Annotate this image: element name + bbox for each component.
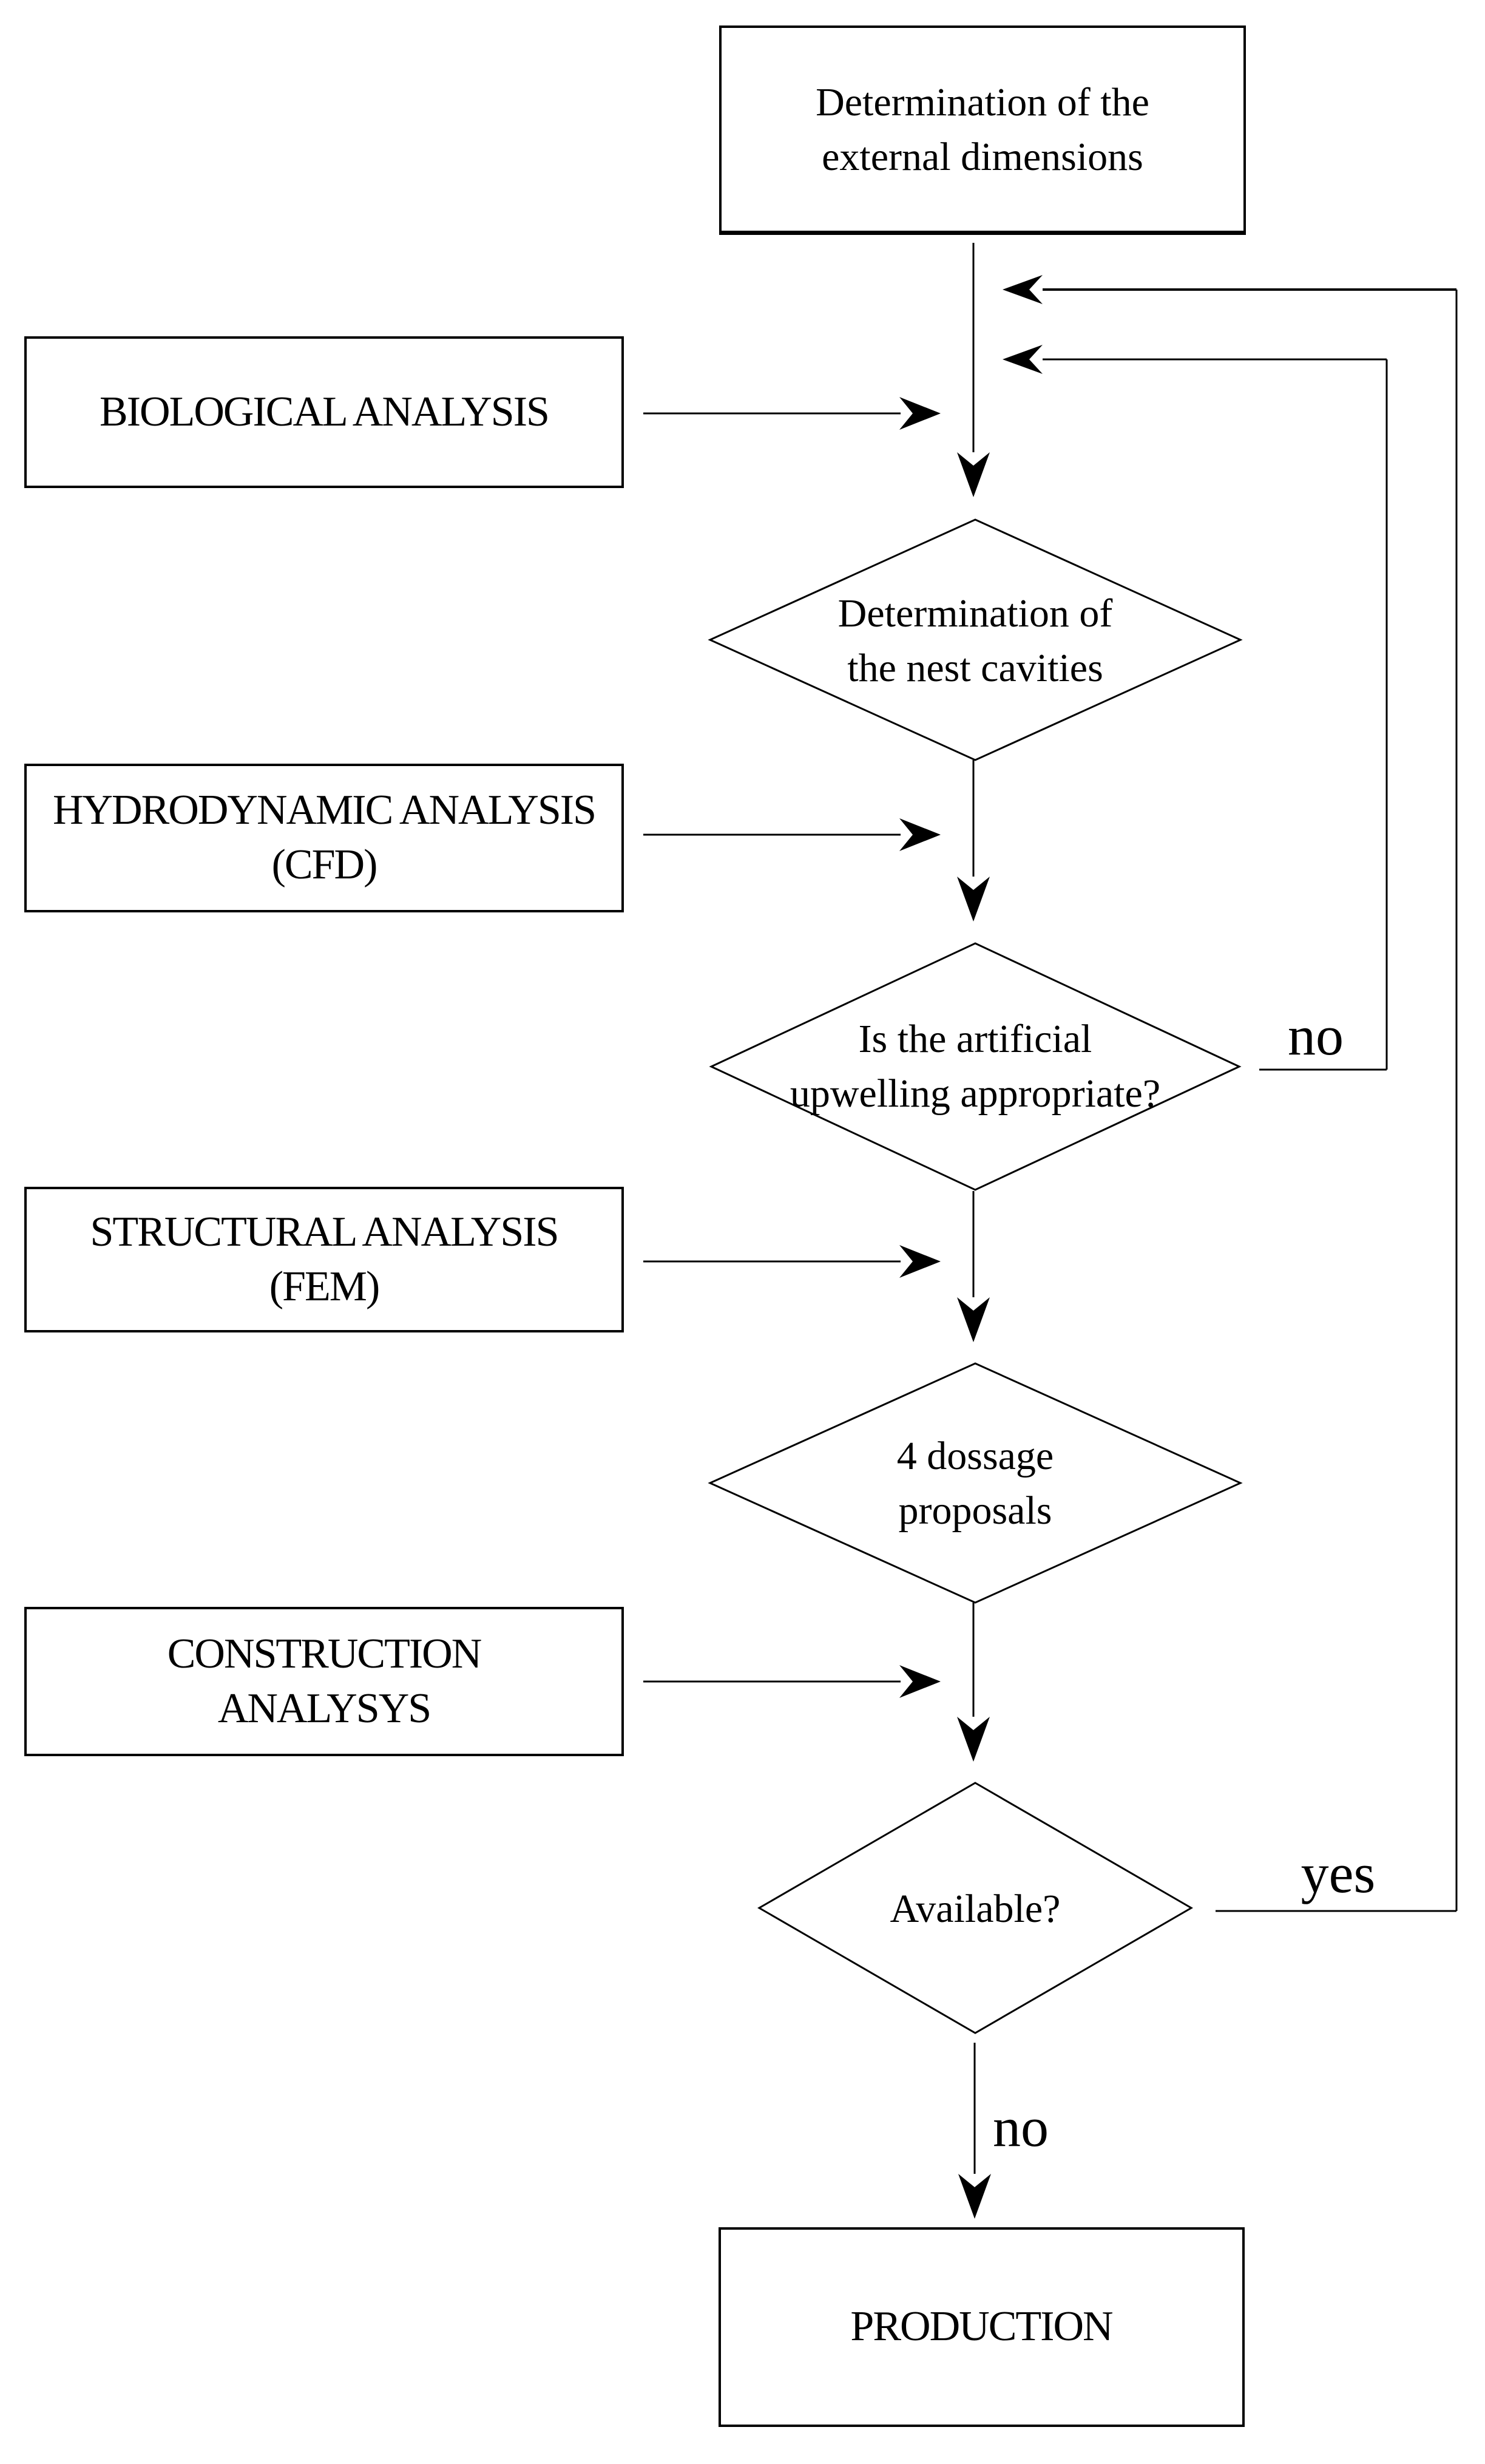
label-dossage: 4 dossage proposals bbox=[897, 1429, 1054, 1538]
arrowhead-right-construction-icon bbox=[899, 1665, 941, 1698]
arrowhead-left-no-return-icon bbox=[1003, 345, 1043, 374]
arrowhead-right-structural-icon bbox=[899, 1245, 941, 1278]
node-hydrodynamic-analysis bbox=[24, 764, 624, 912]
label-structural-analysis: STRUCTURAL ANALYSIS (FEM) bbox=[90, 1205, 559, 1314]
label-line: BIOLOGICAL ANALYSIS bbox=[100, 389, 550, 435]
label-available: Available? bbox=[890, 1882, 1061, 1936]
label-line: STRUCTURAL ANALYSIS bbox=[90, 1209, 559, 1255]
arrowhead-left-yes-return-icon bbox=[1003, 275, 1043, 304]
label-line: Determination of the bbox=[816, 80, 1149, 124]
label-line: HYDRODYNAMIC ANALYSIS bbox=[52, 787, 597, 833]
node-production bbox=[719, 2227, 1245, 2427]
label-line: the nest cavities bbox=[847, 646, 1103, 690]
arrowhead-down-available-icon bbox=[957, 1717, 990, 1762]
label-line: external dimensions bbox=[822, 135, 1143, 179]
label-line: CONSTRUCTION bbox=[167, 1631, 482, 1677]
label-hydrodynamic-analysis: HYDRODYNAMIC ANALYSIS (CFD) bbox=[52, 783, 597, 892]
label-line: Available? bbox=[890, 1887, 1061, 1931]
diamond-nest-cavities bbox=[708, 518, 1243, 761]
arrowhead-right-biological-icon bbox=[899, 397, 941, 430]
label-upwelling: Is the artificial upwelling appropriate? bbox=[790, 1012, 1160, 1121]
diamond-upwelling bbox=[709, 942, 1242, 1191]
label-line: Is the artificial bbox=[858, 1017, 1092, 1061]
label-production: PRODUCTION bbox=[850, 2299, 1113, 2354]
edge-label-no-upwelling: no bbox=[1288, 1005, 1344, 1067]
label-line: Determination of bbox=[837, 591, 1113, 636]
arrowhead-right-hydrodynamic-icon bbox=[899, 818, 941, 851]
arrowhead-down-upwelling-icon bbox=[957, 877, 990, 921]
label-external-dimensions: Determination of the external dimensions bbox=[816, 75, 1149, 185]
label-nest-cavities: Determination of the nest cavities bbox=[838, 586, 1113, 696]
label-line: PRODUCTION bbox=[850, 2303, 1113, 2350]
node-construction-analysis bbox=[24, 1607, 624, 1756]
arrowhead-down-production-icon bbox=[958, 2174, 991, 2219]
arrowhead-down-nest-icon bbox=[957, 452, 990, 497]
arrowhead-down-dossage-icon bbox=[957, 1297, 990, 1342]
node-biological-analysis bbox=[24, 336, 624, 488]
label-line: 4 dossage bbox=[896, 1434, 1054, 1478]
label-construction-analysis: CONSTRUCTION ANALYSYS bbox=[167, 1627, 482, 1736]
diamond-dossage bbox=[708, 1362, 1243, 1604]
edge-label-no-available: no bbox=[993, 2096, 1049, 2158]
label-line: (CFD) bbox=[271, 841, 378, 888]
label-line: proposals bbox=[898, 1488, 1052, 1533]
label-biological-analysis: BIOLOGICAL ANALYSIS bbox=[100, 385, 550, 440]
label-line: upwelling appropriate? bbox=[790, 1071, 1161, 1116]
node-structural-analysis bbox=[24, 1187, 624, 1332]
node-external-dimensions bbox=[719, 25, 1246, 235]
diamond-available bbox=[757, 1782, 1193, 2034]
label-line: (FEM) bbox=[269, 1263, 381, 1310]
label-line: ANALYSYS bbox=[217, 1685, 431, 1732]
edge-label-yes-available: yes bbox=[1301, 1842, 1376, 1904]
